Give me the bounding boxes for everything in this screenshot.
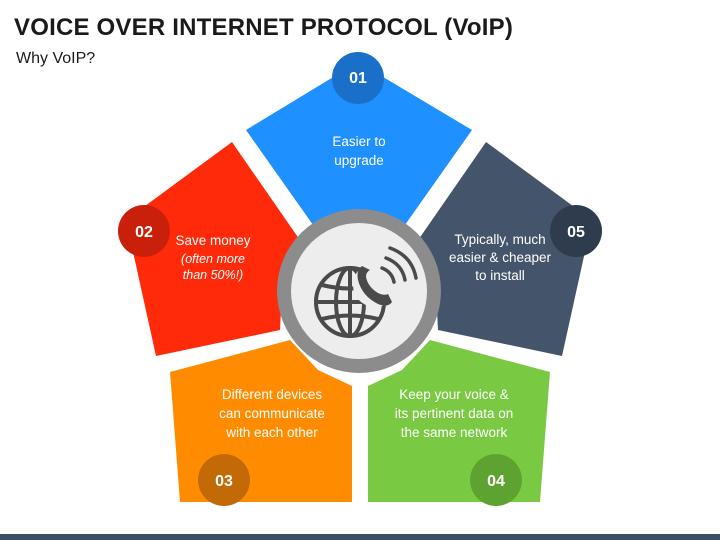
segment-05-text-3: to install [475,268,525,283]
segment-02-italic-2: than 50%!) [183,268,243,282]
segment-01-text-1: Easier to [332,134,385,149]
segment-01: 01 Easier to upgrade [246,52,472,232]
center-hub [277,209,441,373]
segment-03-text-2: can communicate [219,406,325,421]
segment-02-italic-1: (often more [181,252,245,266]
segment-05-text-2: easier & cheaper [449,250,552,265]
bottom-accent-bar [0,534,720,540]
segment-04-badge [470,454,522,506]
segment-02-text-1: Save money [175,233,250,248]
segment-02: 02 Save money (often more than 50%!) [118,142,304,356]
segment-04-number: 04 [487,473,505,490]
segment-03-badge [198,454,250,506]
phone-handset-icon [353,246,418,307]
segment-05-shape [414,142,592,356]
segment-05-text-1: Typically, much [454,232,545,247]
segment-02-number: 02 [135,224,153,241]
segment-02-shape [126,142,304,356]
segment-01-badge [332,52,384,104]
segment-02-badge [118,205,170,257]
segment-01-text-2: upgrade [334,153,384,168]
segment-04: 04 Keep your voice & its pertinent data … [368,340,550,506]
segment-04-text-1: Keep your voice & [399,387,509,402]
segment-04-text-3: the same network [401,425,508,440]
page-subtitle: Why VoIP? [16,50,96,67]
segment-05: 05 Typically, much easier & cheaper to i… [414,142,602,356]
segment-03-number: 03 [215,473,233,490]
segment-05-badge [550,205,602,257]
segment-01-number: 01 [349,70,367,87]
segment-03-text-3: with each other [225,425,318,440]
page-title: VOICE OVER INTERNET PROTOCOL (VoIP) [14,14,514,41]
segment-03-text-1: Different devices [222,387,323,402]
segment-03: 03 Different devices can communicate wit… [170,340,352,506]
segment-01-shape [246,62,472,232]
segment-04-text-2: its pertinent data on [395,406,514,421]
segment-05-number: 05 [567,224,585,241]
